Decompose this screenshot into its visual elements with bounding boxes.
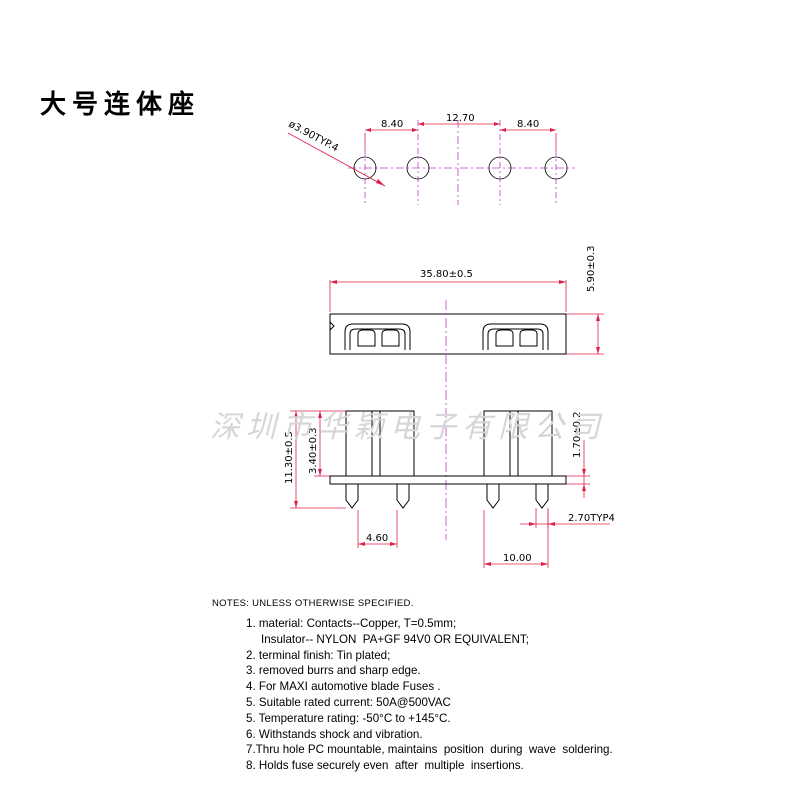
note-line: 2. terminal finish: Tin plated; — [246, 648, 391, 662]
note-line: 4. For MAXI automotive blade Fuses . — [246, 680, 441, 694]
body-side-view — [329, 410, 567, 509]
dim-length: 35.80±0.5 — [420, 269, 473, 280]
note-line: 5. Temperature rating: -50°C to +145°C. — [246, 711, 451, 725]
dim-center: 12.70 — [446, 113, 475, 124]
dim-pitch-b: 8.40 — [517, 119, 539, 130]
note-line: 7.Thru hole PC mountable, maintains posi… — [246, 743, 613, 757]
dim-pin-span: 10.00 — [503, 553, 532, 564]
dim-pin-width: 2.70TYP4 — [568, 513, 615, 524]
notes-block: NOTES: UNLESS OTHERWISE SPECIFIED. 1. ma… — [212, 598, 613, 774]
note-line: 1. material: Contacts--Copper, T=0.5mm; — [246, 617, 457, 630]
dim-base-thick: 1.70±0.2 — [572, 411, 583, 458]
dim-total-height: 11.30±0.5 — [284, 431, 295, 484]
note-line: 5. Suitable rated current: 50A@500VAC — [246, 695, 451, 709]
notes-header: NOTES: UNLESS OTHERWISE SPECIFIED. — [212, 598, 414, 609]
watermark: 深圳市华颖电子有限公司 — [210, 410, 606, 445]
dim-height-top: 5.90±0.3 — [586, 245, 597, 292]
dim-pin-pitch: 4.60 — [366, 533, 388, 544]
note-line: Insulator-- NYLON PA+GF 94V0 OR EQUIVALE… — [261, 632, 529, 646]
note-line: 3. removed burrs and sharp edge. — [246, 664, 421, 678]
note-line: 6. Withstands shock and vibration. — [246, 727, 423, 741]
dim-body-height: 3.40±0.3 — [308, 427, 319, 474]
dim-pitch-a: 8.40 — [381, 119, 403, 130]
page-title: 大号连体座 — [40, 90, 201, 120]
note-line: 8. Holds fuse securely even after multip… — [246, 759, 524, 773]
body-top-view — [329, 313, 567, 355]
hole-pattern — [287, 120, 575, 205]
